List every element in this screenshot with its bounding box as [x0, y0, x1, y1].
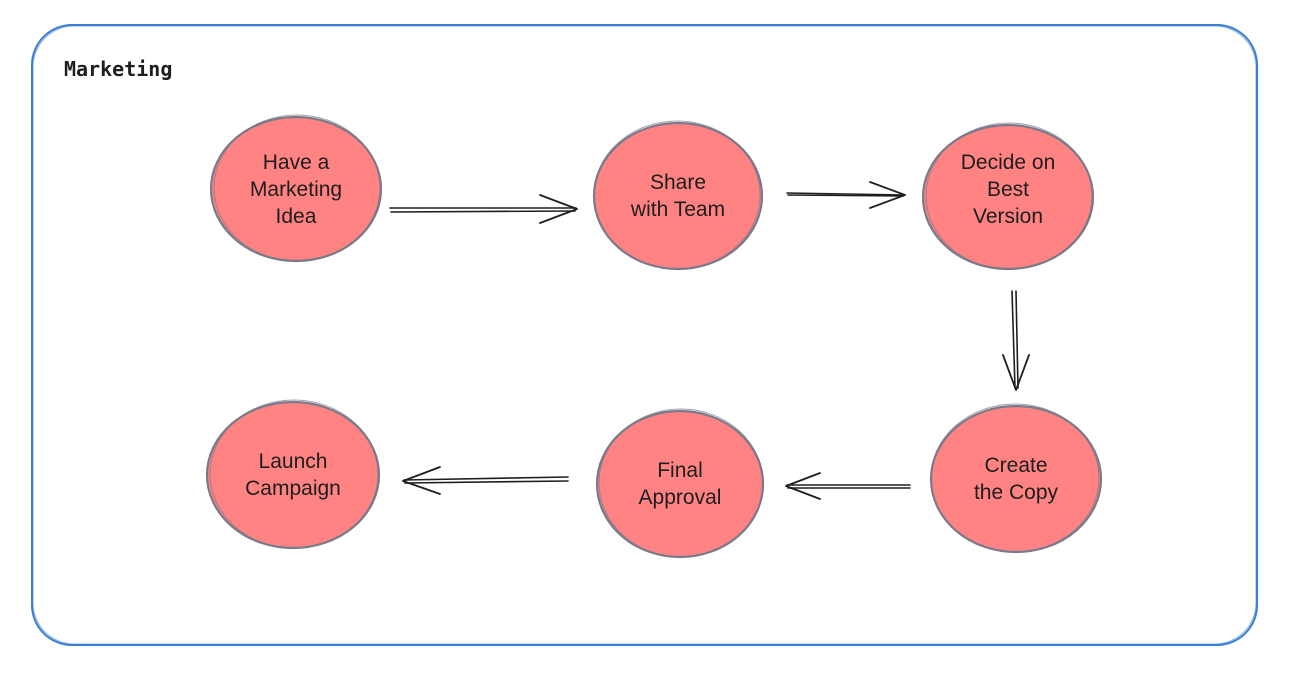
node-create-copy[interactable] — [929, 403, 1103, 554]
edge-share-team-to-decide-version — [786, 181, 906, 209]
node-final-approval[interactable] — [595, 408, 765, 559]
edge-have-idea-to-share-team — [389, 194, 578, 224]
frame-border — [31, 24, 1258, 646]
node-have-idea[interactable] — [209, 114, 383, 263]
edge-create-copy-to-final-approval — [785, 472, 911, 500]
frame-title: Marketing — [64, 57, 173, 81]
node-decide-version[interactable] — [921, 122, 1095, 271]
node-launch-campaign[interactable] — [205, 399, 381, 550]
edge-final-approval-to-launch-campaign — [402, 466, 569, 495]
edge-decide-version-to-create-copy — [1002, 290, 1030, 391]
node-share-team[interactable] — [592, 120, 764, 271]
